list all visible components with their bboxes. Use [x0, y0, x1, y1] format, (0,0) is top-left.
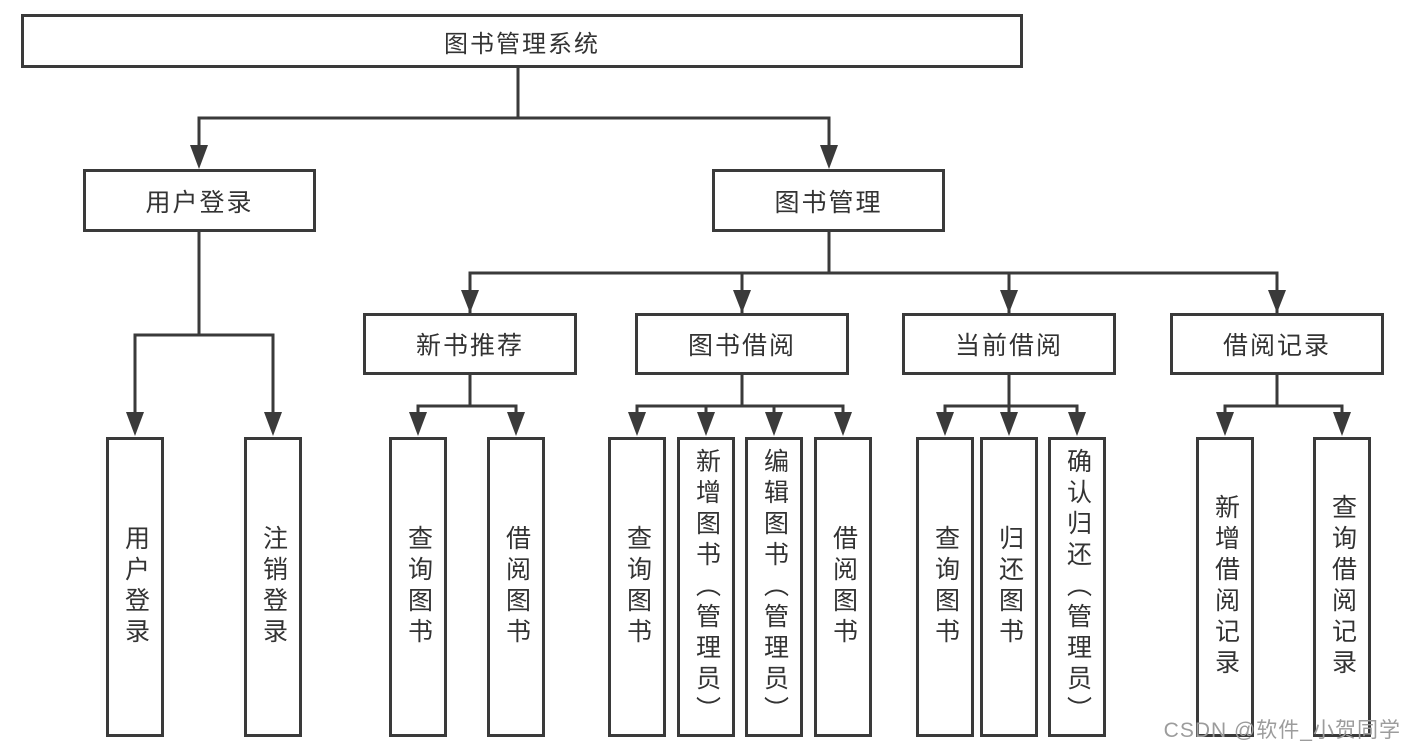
arrowheads-level3 [461, 290, 1286, 313]
leaf-edit-books-admin: 编辑图书（管理员） [745, 437, 803, 737]
leaf-add-borrow-record: 新增借阅记录 [1196, 437, 1254, 737]
node-user-login: 用户登录 [83, 169, 316, 232]
node-root-library-management-system: 图书管理系统 [21, 14, 1023, 68]
leaf-query-books-under-borrowing: 查询图书 [608, 437, 666, 737]
node-borrowing-records: 借阅记录 [1170, 313, 1384, 375]
leaf-add-books-admin: 新增图书（管理员） [677, 437, 735, 737]
node-book-management: 图书管理 [712, 169, 945, 232]
node-book-borrowing: 图书借阅 [635, 313, 849, 375]
arrowheads-leaves [126, 412, 1351, 436]
connector-user-login-children [133, 232, 275, 414]
leaf-query-borrow-record: 查询借阅记录 [1313, 437, 1371, 737]
leaf-query-books-under-recommendation: 查询图书 [389, 437, 447, 737]
csdn-watermark: CSDN @软件_小贺同学 [1163, 719, 1401, 742]
connector-root-to-level2 [197, 68, 831, 148]
connector-new-book-rec-children [416, 375, 518, 414]
leaf-return-books: 归还图书 [980, 437, 1038, 737]
connector-borrow-records-children [1223, 375, 1344, 414]
connector-current-borrow-children [943, 375, 1079, 414]
connector-book-mgmt-children [468, 232, 1279, 313]
node-new-book-recommendation: 新书推荐 [363, 313, 577, 375]
leaf-query-books-under-current: 查询图书 [916, 437, 974, 737]
leaf-borrow-books-under-borrowing: 借阅图书 [814, 437, 872, 737]
leaf-user-login: 用户登录 [106, 437, 164, 737]
arrowheads-level2 [190, 145, 838, 169]
leaf-borrow-books-under-recommendation: 借阅图书 [487, 437, 545, 737]
node-current-borrowing: 当前借阅 [902, 313, 1116, 375]
connector-book-borrow-children [635, 375, 845, 414]
leaf-confirm-return-admin: 确认归还（管理员） [1048, 437, 1106, 737]
leaf-logout: 注销登录 [244, 437, 302, 737]
